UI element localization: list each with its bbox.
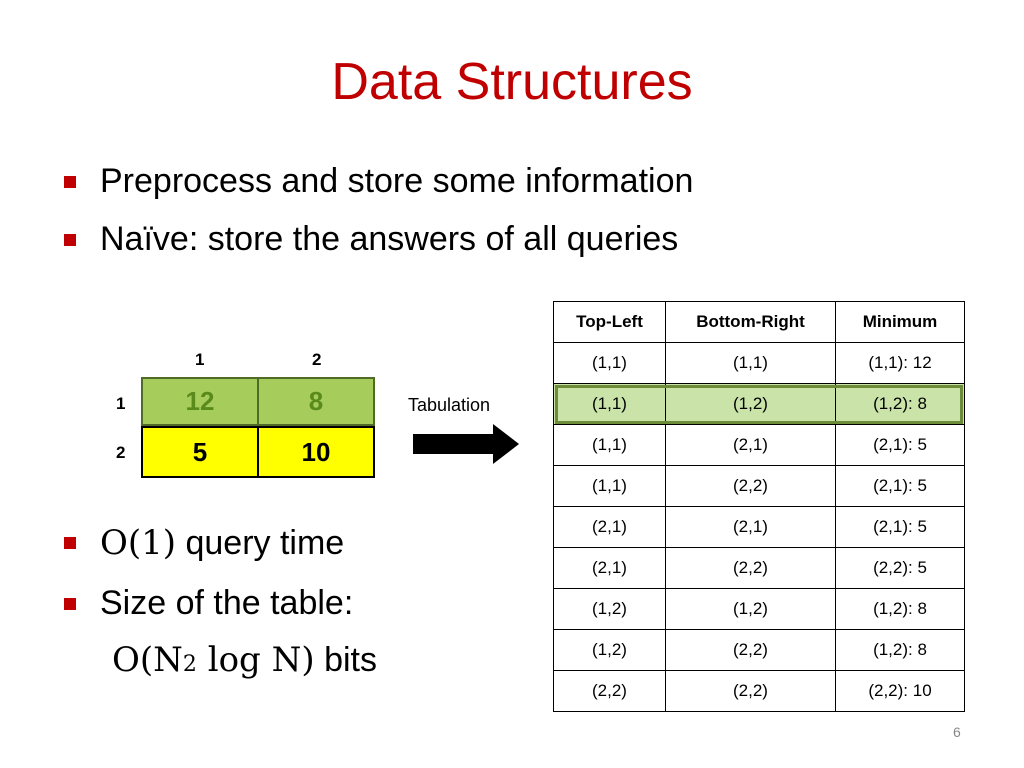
table-row: (2,1) (2,2) (2,2): 5 xyxy=(553,547,965,589)
cell-minimum: (1,2): 8 xyxy=(835,588,965,630)
cell-top-left: (1,2) xyxy=(553,588,666,630)
formula-exponent: 2 xyxy=(182,652,197,677)
grid-col-header-2: 2 xyxy=(312,350,322,369)
cell-minimum: (2,2): 5 xyxy=(835,547,965,589)
cell-minimum: (1,2): 8 xyxy=(835,629,965,671)
query-table: Top-Left Bottom-Right Minimum (1,1) (1,1… xyxy=(553,301,965,712)
slide-number: 6 xyxy=(953,724,961,740)
cell-minimum: (1,1): 12 xyxy=(835,342,965,384)
header-bottom-right: Bottom-Right xyxy=(665,301,836,343)
bullet-query-time: O(1) query time xyxy=(64,523,344,563)
cell-top-left: (1,1) xyxy=(553,342,666,384)
cell-top-left: (1,1) xyxy=(553,424,666,466)
header-minimum: Minimum xyxy=(835,301,965,343)
cell-bottom-right: (1,2) xyxy=(665,588,836,630)
table-row: (1,2) (1,2) (1,2): 8 xyxy=(553,588,965,630)
header-top-left: Top-Left xyxy=(553,301,666,343)
cell-bottom-right: (2,1) xyxy=(665,424,836,466)
cell-top-left: (2,1) xyxy=(553,506,666,548)
formula-math-part1: O(N xyxy=(112,640,183,680)
formula-text: bits xyxy=(314,641,377,679)
table-row: (1,1) (2,1) (2,1): 5 xyxy=(553,424,965,466)
size-formula: O(N 2 log N) bits xyxy=(112,640,377,680)
cell-bottom-right: (2,2) xyxy=(665,465,836,507)
bullet-square-icon xyxy=(64,233,76,246)
grid-cell-1-1: 12 xyxy=(141,377,259,426)
bullet-preprocess: Preprocess and store some information xyxy=(64,162,693,201)
bullet-table-size: Size of the table: xyxy=(64,584,353,623)
bullet-text: Naïve: store the answers of all queries xyxy=(100,220,679,258)
table-row: (2,2) (2,2) (2,2): 10 xyxy=(553,670,965,712)
grid-cell-1-2: 8 xyxy=(257,377,375,426)
cell-top-left: (2,1) xyxy=(553,547,666,589)
cell-top-left: (1,2) xyxy=(553,629,666,671)
cell-minimum: (2,1): 5 xyxy=(835,506,965,548)
cell-bottom-right: (2,2) xyxy=(665,670,836,712)
bullet-square-icon xyxy=(64,597,76,610)
tabulation-label: Tabulation xyxy=(408,395,491,415)
cell-minimum: (2,2): 10 xyxy=(835,670,965,712)
cell-top-left: (2,2) xyxy=(553,670,666,712)
table-header-row: Top-Left Bottom-Right Minimum xyxy=(553,301,965,343)
query-time-text: query time xyxy=(176,523,345,562)
right-arrow-icon xyxy=(413,424,519,464)
table-row: (1,1) (1,1) (1,1): 12 xyxy=(553,342,965,384)
cell-minimum: (2,1): 5 xyxy=(835,465,965,507)
highlight-row-outline xyxy=(555,385,963,424)
cell-top-left: (1,1) xyxy=(553,465,666,507)
table-row: (1,2) (2,2) (1,2): 8 xyxy=(553,629,965,671)
table-row: (2,1) (2,1) (2,1): 5 xyxy=(553,506,965,548)
bullet-square-icon xyxy=(64,175,76,188)
grid-row-header-1: 1 xyxy=(116,394,126,413)
grid-row-header-2: 2 xyxy=(116,443,126,462)
cell-bottom-right: (2,2) xyxy=(665,547,836,589)
formula-math-part2: log N) xyxy=(196,640,315,680)
cell-bottom-right: (2,2) xyxy=(665,629,836,671)
slide-title: Data Structures xyxy=(331,53,693,111)
cell-bottom-right: (2,1) xyxy=(665,506,836,548)
cell-top-left: (1,1) xyxy=(553,383,666,425)
grid-cell-2-1: 5 xyxy=(141,426,259,478)
bullet-naive: Naïve: store the answers of all queries xyxy=(64,220,678,259)
cell-bottom-right: (1,1) xyxy=(665,342,836,384)
grid-col-header-1: 1 xyxy=(195,350,205,369)
grid-cell-2-2: 10 xyxy=(257,426,375,478)
query-time-math: O(1) xyxy=(100,523,177,563)
bullet-square-icon xyxy=(64,537,76,549)
table-row: (1,1) (2,2) (2,1): 5 xyxy=(553,465,965,507)
cell-minimum: (2,1): 5 xyxy=(835,424,965,466)
bullet-text: Preprocess and store some information xyxy=(100,162,694,200)
table-row-highlighted: (1,1) (1,2) (1,2): 8 xyxy=(553,383,965,425)
bullet-text: Size of the table: xyxy=(100,584,354,622)
